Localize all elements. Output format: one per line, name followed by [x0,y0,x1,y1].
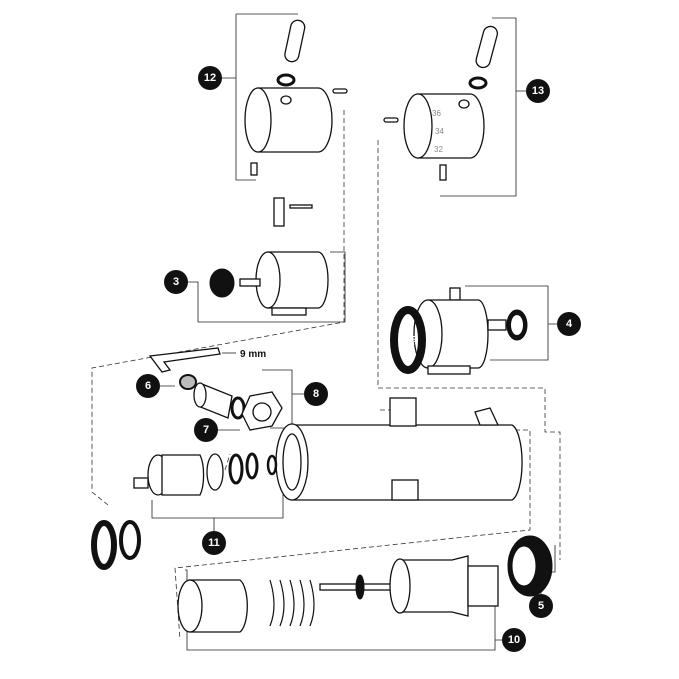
scale-mark-32: 32 [434,145,443,154]
svg-text:6: 6 [145,380,151,392]
callout-10: 10 [502,628,526,652]
svg-text:5: 5 [538,600,544,612]
hex-key-9mm: 9 mm [148,347,266,373]
filter-parts [179,374,283,431]
callout-8: 8 [304,382,328,406]
svg-text:12: 12 [204,72,216,84]
callout-4: 4 [557,312,581,336]
scale-mark-36: 36 [432,109,441,118]
cap-part-5 [507,535,553,597]
callout-7: 7 [194,418,218,442]
temperature-body-part-4: 30 [390,287,528,375]
svg-text:3: 3 [173,276,179,288]
thermostatic-cartridge-part-10 [177,555,499,633]
hex-key-size-label: 9 mm [240,349,266,360]
callout-13: 13 [526,79,550,103]
temperature-body-part-3 [209,197,329,316]
callout-11: 11 [202,531,226,555]
svg-text:13: 13 [532,85,544,97]
handle-part-13: 36 34 32 [383,25,499,181]
callout-5: 5 [529,594,553,618]
svg-text:8: 8 [313,388,319,400]
check-valve-part-11 [133,452,278,496]
svg-text:4: 4 [566,318,573,330]
svg-text:11: 11 [208,537,220,549]
handle-part-12 [244,19,348,176]
callout-3: 3 [164,270,188,294]
connection-nuts [91,520,141,570]
bracket-lines [91,13,561,651]
svg-text:10: 10 [508,634,520,646]
callout-6: 6 [136,374,160,398]
ring-scale-30: 30 [409,334,420,345]
callout-12: 12 [198,66,222,90]
scale-mark-34: 34 [435,127,444,136]
mixer-main-body [275,397,523,501]
svg-text:7: 7 [203,424,209,436]
